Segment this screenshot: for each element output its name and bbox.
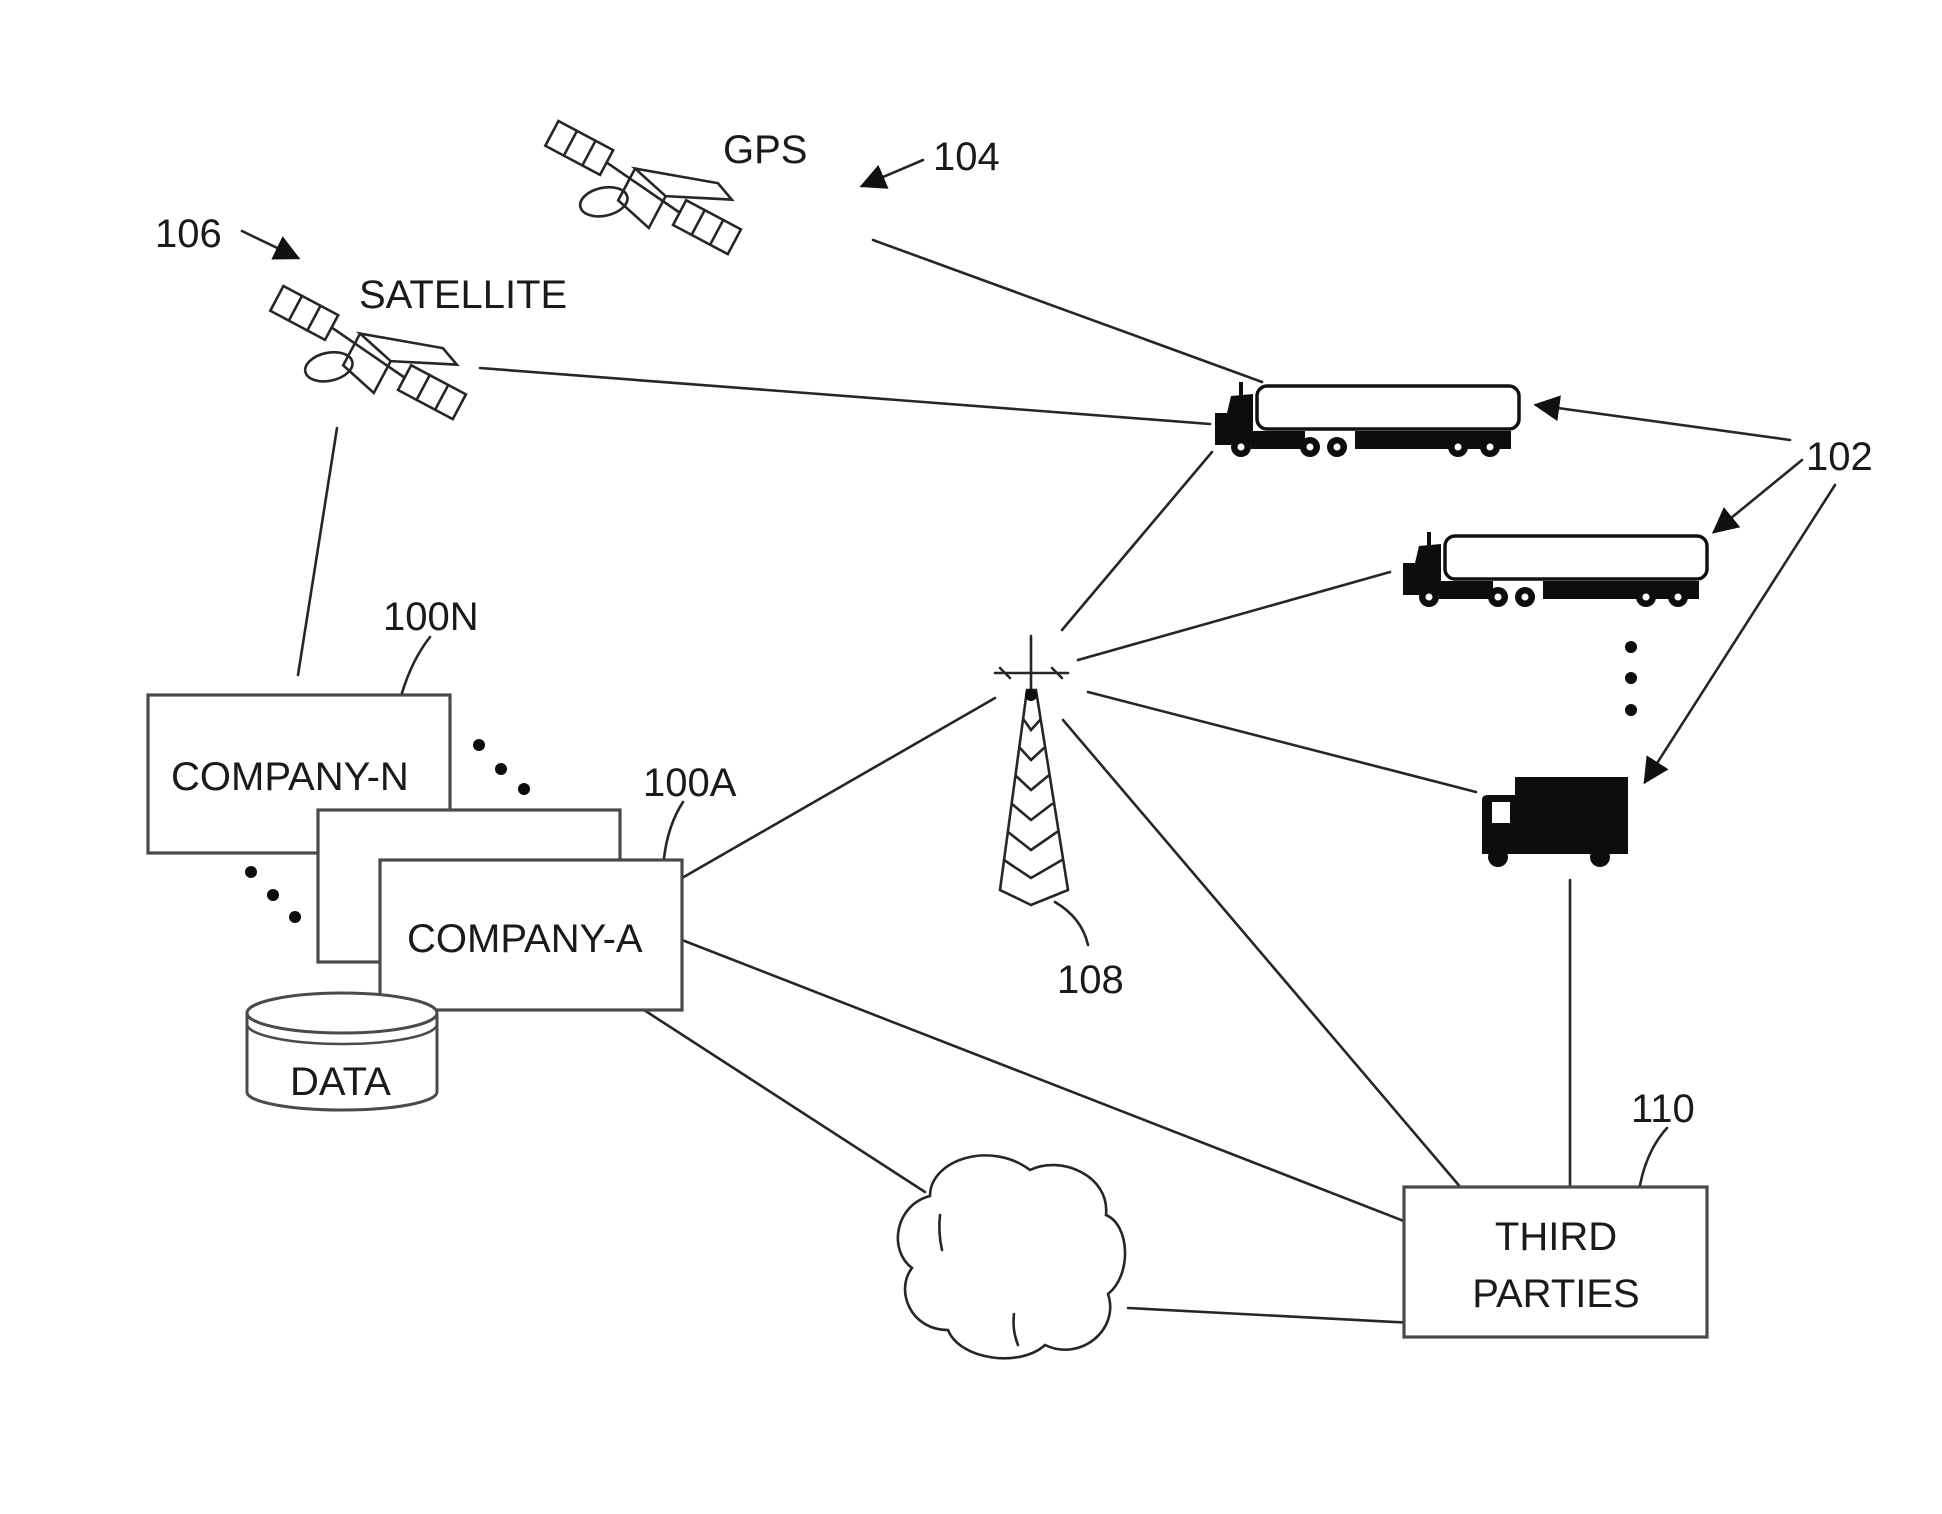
ref-arrow-104 [862,160,923,186]
data-store-label: DATA [290,1060,391,1104]
company-n-leader-line [402,637,430,693]
company-n-ref-number: 100N [383,595,479,639]
third-parties-leader-line [1640,1128,1667,1185]
gps-label: GPS [723,128,807,172]
tanker-truck-icon [1215,382,1519,457]
link-boxtruck-tower [1088,692,1476,792]
dot [1625,704,1637,716]
tanker-truck-2 [1403,532,1707,607]
link-companya-cloud [644,1010,925,1192]
communication-satellite: SATELLITE 106 [155,212,567,453]
third-parties-ref-number: 110 [1631,1087,1695,1131]
cloud-icon [898,1155,1125,1358]
company-ellipsis-dots-lower [245,866,301,923]
tanker-truck-1 [1215,382,1519,457]
satellite-icon [523,103,755,287]
ref-arrow-102-truck1 [1536,405,1790,440]
link-tower-thirdparties [1063,720,1462,1189]
ref-arrow-102-truck2 [1714,460,1802,532]
data-store: DATA [247,993,437,1110]
third-parties: THIRD PARTIES 110 [1404,1087,1707,1337]
cloud-inner-stroke [1014,1314,1019,1345]
link-satellite-company-n [298,428,337,675]
box-truck-icon [1482,777,1628,867]
cell-tower: 108 [995,636,1124,1002]
link-companya-thirdparties [682,940,1414,1225]
third-parties-label-line1: THIRD [1495,1215,1617,1259]
dot [1625,641,1637,653]
vehicles-ref-number: 102 [1806,435,1873,479]
reference-arrows [242,160,1835,782]
company-a-ref-number: 100A [643,761,737,805]
link-gps-truck1 [873,240,1262,382]
tower-leader-line [1055,902,1088,945]
box-truck [1482,777,1628,867]
company-n-label: COMPANY-N [171,755,409,799]
ref-arrow-106 [242,231,298,258]
company-a-leader-line [664,802,683,858]
satellite-ref-number: 106 [155,212,222,256]
vehicle-ellipsis-dots [1625,641,1637,716]
company-a-label: COMPANY-A [407,917,643,961]
tanker-truck-icon [1403,532,1707,607]
satellite-label: SATELLITE [359,273,567,317]
dot [1625,672,1637,684]
gps-ref-number: 104 [933,135,1000,179]
company-stack: COMPANY-N 100N COMPANY-A 100A [148,595,737,1010]
ref-arrow-102-boxtruck [1645,485,1835,782]
link-truck1-tower [1062,452,1212,630]
company-ellipsis-dots-upper [473,739,530,795]
tower-ref-number: 108 [1057,958,1124,1002]
link-truck2-tower [1078,572,1390,660]
third-parties-label-line2: PARTIES [1472,1272,1639,1316]
link-cloud-thirdparties [1128,1308,1414,1323]
cell-tower-icon [995,636,1068,905]
network-cloud [898,1155,1125,1358]
cloud-inner-stroke [939,1215,942,1250]
link-satellite-truck1 [480,368,1210,424]
